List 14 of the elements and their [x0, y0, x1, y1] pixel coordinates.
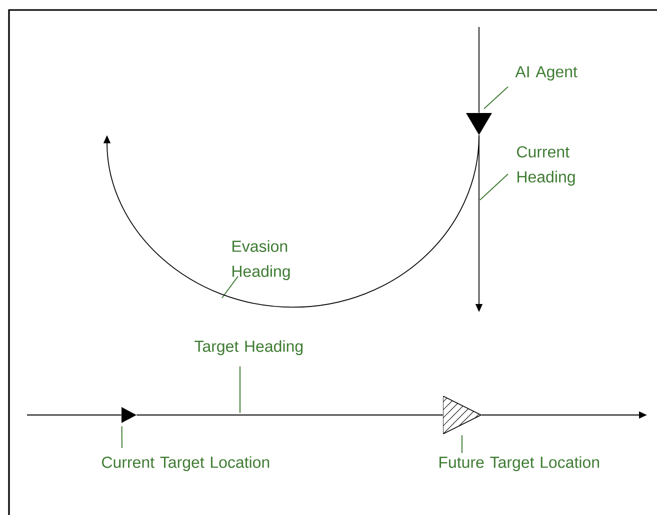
callout-text: Current Target Location	[102, 456, 270, 472]
target-marker	[122, 407, 136, 423]
hatched-target-marker	[443, 396, 481, 434]
leader-line	[121, 426, 122, 448]
callout-text: Target Heading	[194, 340, 303, 356]
leader-line	[222, 276, 238, 298]
leader-line	[484, 86, 508, 110]
callout-text: AI Agent	[515, 66, 578, 81]
callout-text: Evasion Heading	[232, 240, 290, 280]
leader-line	[480, 173, 508, 200]
arrow	[103, 134, 480, 308]
agent-triangle	[466, 113, 492, 135]
callout-text: Future Target Location	[440, 456, 599, 472]
callout-text: Current Heading	[517, 146, 575, 186]
